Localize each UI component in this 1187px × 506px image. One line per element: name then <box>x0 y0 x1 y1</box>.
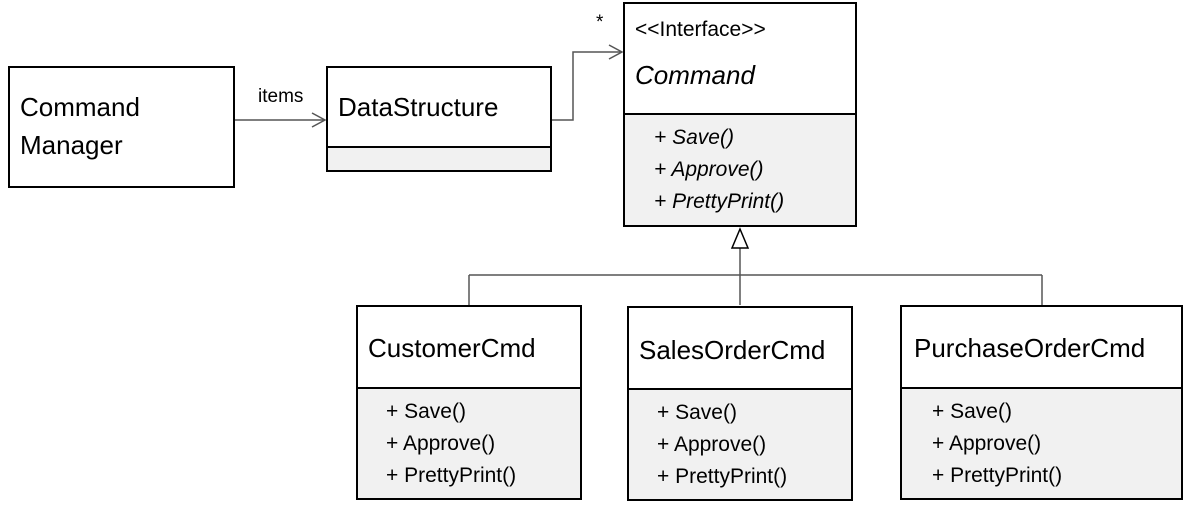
operation-save: + Save() <box>654 126 734 149</box>
class-command-manager[interactable]: Command Manager <box>8 66 235 188</box>
class-purchase-order-cmd[interactable]: PurchaseOrderCmd + Save() + Approve() + … <box>900 305 1183 500</box>
operation-pretty-print: + PrettyPrint() <box>657 465 788 488</box>
operation-approve: + Approve() <box>654 158 764 181</box>
operation-save: + Save() <box>386 400 466 423</box>
class-name-compartment: PurchaseOrderCmd <box>902 307 1181 391</box>
class-sales-order-cmd[interactable]: SalesOrderCmd + Save() + Approve() + Pre… <box>627 306 853 501</box>
operation-pretty-print: + PrettyPrint() <box>654 190 785 213</box>
class-name: PurchaseOrderCmd <box>914 333 1146 363</box>
class-name: DataStructure <box>338 92 499 122</box>
class-name-line2: Manager <box>20 130 123 160</box>
class-name-line1: Command <box>20 92 140 122</box>
class-operations-compartment: + Save() + Approve() + PrettyPrint() <box>629 388 851 499</box>
association-command-arrowhead <box>608 44 624 60</box>
class-operations-compartment: + Save() + Approve() + PrettyPrint() <box>902 387 1181 498</box>
multiplicity-label: * <box>596 12 604 33</box>
class-customer-cmd[interactable]: CustomerCmd + Save() + Approve() + Prett… <box>356 305 582 500</box>
operation-approve: + Approve() <box>657 433 767 456</box>
operation-approve: + Approve() <box>386 432 496 455</box>
association-command-line <box>551 51 622 121</box>
operation-save: + Save() <box>657 401 737 424</box>
operation-pretty-print: + PrettyPrint() <box>932 464 1063 487</box>
class-operations-compartment: + Save() + Approve() + PrettyPrint() <box>358 387 580 498</box>
interface-command[interactable]: <<Interface>> Command + Save() + Approve… <box>623 2 857 227</box>
class-name: SalesOrderCmd <box>639 335 826 365</box>
association-items-arrowhead <box>311 112 327 128</box>
operation-save: + Save() <box>932 400 1012 423</box>
class-data-structure[interactable]: DataStructure <box>326 66 552 172</box>
stereotype-label: <<Interface>> <box>635 18 766 41</box>
operation-pretty-print: + PrettyPrint() <box>386 464 517 487</box>
class-operations-compartment: + Save() + Approve() + PrettyPrint() <box>625 113 855 225</box>
class-name-compartment: SalesOrderCmd <box>629 308 851 392</box>
class-operations-compartment <box>328 146 550 170</box>
class-name: Command <box>635 60 755 90</box>
class-name-compartment: DataStructure <box>328 68 550 150</box>
class-name-compartment: CustomerCmd <box>358 307 580 391</box>
generalization-triangle <box>730 227 750 249</box>
operation-approve: + Approve() <box>932 432 1042 455</box>
class-name-compartment: <<Interface>> Command <box>625 4 855 117</box>
class-name: CustomerCmd <box>368 333 536 363</box>
association-items-label: items <box>258 86 304 107</box>
